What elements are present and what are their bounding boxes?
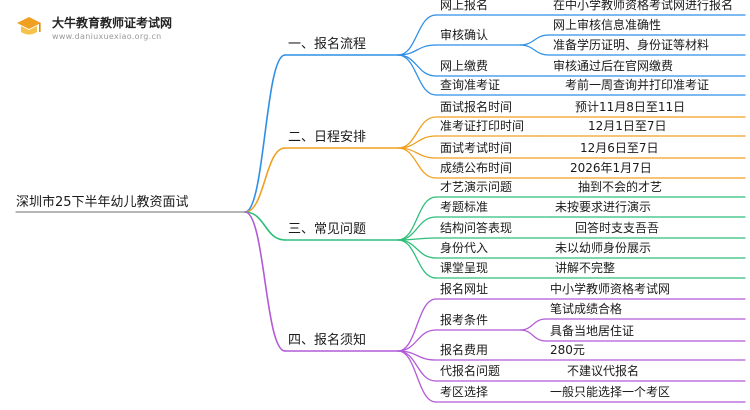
detail-label: 12月1日至7日 <box>588 119 667 133</box>
item-connector <box>397 54 437 77</box>
detail-label: 在中小学教师资格考试网进行报名 <box>553 0 734 12</box>
detail-label: 不建议代报名 <box>567 364 640 378</box>
item-connector <box>397 14 437 56</box>
item-label: 报名网址 <box>440 282 489 296</box>
item-label: 成绩公布时间 <box>440 161 513 175</box>
item-label: 代报名问题 <box>440 364 501 378</box>
detail-label: 讲解不完整 <box>555 261 616 275</box>
brand-name: 大牛教育教师证考试网 <box>52 16 173 30</box>
detail-label: 一般只能选择一个考区 <box>550 385 671 399</box>
item-label: 查询准考证 <box>440 78 501 92</box>
item-label: 才艺演示问题 <box>440 180 513 194</box>
item-label: 课堂呈现 <box>440 261 489 275</box>
detail-connector <box>519 318 547 331</box>
item-label: 面试报名时间 <box>440 100 513 114</box>
detail-connector <box>519 329 547 342</box>
detail-label: 中小学教师资格考试网 <box>550 282 671 296</box>
detail-label: 12月6日至7日 <box>580 141 659 155</box>
item-label: 考区选择 <box>440 385 489 399</box>
root-topic: 深圳市25下半年幼儿教资面试 <box>16 195 189 210</box>
detail-connector <box>519 34 550 46</box>
brand-domain: www.daniuxuexiao.org.cn <box>52 32 162 41</box>
detail-label: 未以幼师身份展示 <box>555 241 652 255</box>
branch-connector-2 <box>244 147 286 213</box>
brand-logo-icon <box>14 14 44 40</box>
item-label: 报考条件 <box>440 313 489 327</box>
detail-label: 未按要求进行演示 <box>555 200 652 214</box>
branch-label-3: 三、常见问题 <box>288 222 367 237</box>
item-connector <box>397 196 437 241</box>
detail-label: 网上审核信息准确性 <box>553 18 662 32</box>
detail-label: 抽到不会的才艺 <box>578 180 663 194</box>
item-connector <box>397 44 437 56</box>
item-connector <box>397 135 437 149</box>
detail-label: 审核通过后在官网缴费 <box>553 59 674 73</box>
item-label: 网上缴费 <box>440 59 489 73</box>
item-connector <box>397 216 437 241</box>
branch-connector-3 <box>244 211 286 241</box>
item-label: 面试考试时间 <box>440 141 513 155</box>
detail-label: 280元 <box>550 343 585 357</box>
item-label: 审核确认 <box>440 28 489 42</box>
detail-label: 回答时支支吾吾 <box>575 221 660 235</box>
item-connector <box>397 350 437 403</box>
item-connector <box>397 54 437 96</box>
item-label: 身份代入 <box>440 241 489 255</box>
item-connector <box>397 116 437 149</box>
branch-connector-4 <box>244 211 286 352</box>
detail-label: 具备当地居住证 <box>550 324 635 338</box>
branch-label-4: 四、报名须知 <box>288 333 367 348</box>
detail-label: 准备学历证明、身份证等材料 <box>553 38 710 52</box>
item-label: 考题标准 <box>440 200 489 214</box>
item-label: 准考证打印时间 <box>440 119 525 133</box>
item-connector <box>397 147 437 179</box>
detail-connector <box>519 44 550 56</box>
item-label: 结构问答表现 <box>440 221 513 235</box>
item-label: 报名费用 <box>440 343 489 357</box>
item-connector <box>397 239 437 259</box>
item-label: 网上报名 <box>440 0 489 12</box>
item-connector <box>397 329 437 352</box>
detail-label: 预计11月8日至11日 <box>575 100 686 114</box>
item-connector <box>397 239 437 279</box>
branch-connector-1 <box>244 54 286 213</box>
detail-label: 2026年1月7日 <box>570 161 652 175</box>
branch-label-1: 一、报名流程 <box>288 37 367 52</box>
detail-label: 考前一周查询并打印准考证 <box>565 78 710 92</box>
branch-label-2: 二、日程安排 <box>288 130 367 145</box>
item-connector <box>397 298 437 352</box>
detail-label: 笔试成绩合格 <box>550 302 623 316</box>
